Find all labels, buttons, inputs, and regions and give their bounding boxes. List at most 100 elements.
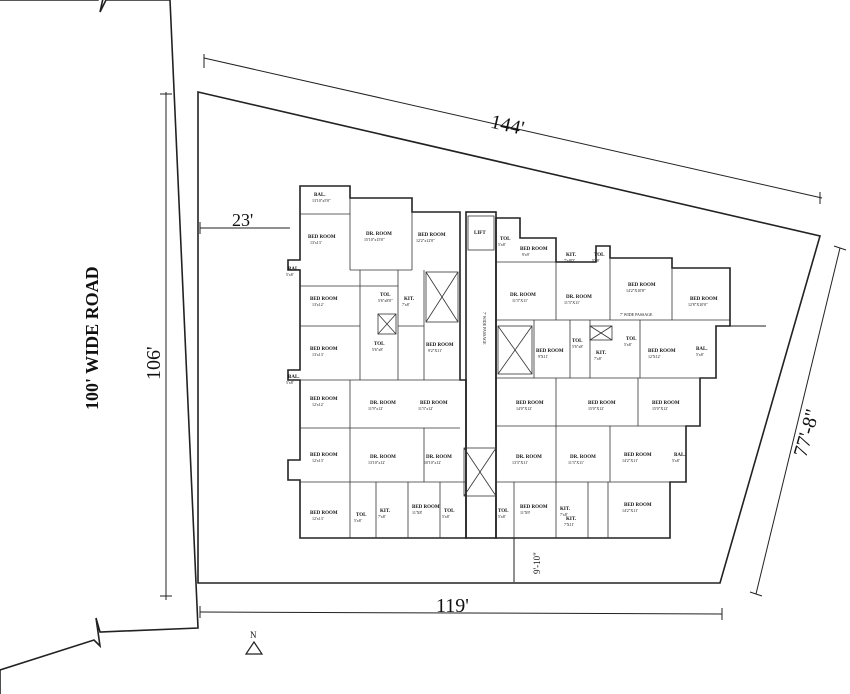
room-size: 12'x12' — [312, 402, 324, 407]
right-dimension-line — [749, 245, 847, 597]
room-label: BED ROOM — [690, 297, 718, 302]
room-size: 14'2"X11' — [622, 458, 638, 463]
north-label: N — [250, 630, 257, 640]
room-size: 5'6"x8'0" — [378, 298, 393, 303]
room-label: BAL. — [674, 453, 686, 458]
room-label: BAL. — [288, 375, 300, 380]
road-boundary — [0, 0, 199, 694]
dimension-right: 77'-8" — [790, 407, 824, 460]
left-block-walls — [300, 198, 466, 538]
room-label: DR. ROOM — [370, 455, 396, 460]
room-size: 14'2"X11' — [622, 508, 638, 513]
room-label: BED ROOM — [420, 401, 448, 406]
room-size: 13'x12' — [312, 302, 324, 307]
room-label: BED ROOM — [412, 505, 440, 510]
room-size: 10'10"x12' — [424, 460, 441, 465]
room-size: 11'X9' — [520, 510, 530, 515]
left-dimension-line — [160, 92, 172, 600]
room-size: 9'x9' — [522, 252, 530, 257]
room-size: 5'x8' — [624, 342, 632, 347]
room-size: 5'x8' — [286, 272, 294, 277]
room-size: 11'3"X11' — [568, 460, 584, 465]
room-label: KIT. — [596, 351, 607, 356]
room-label: KIT. — [404, 297, 415, 302]
room-label: KIT. — [560, 507, 571, 512]
room-label: KIT. — [566, 517, 577, 522]
dimension-bottom: 119' — [436, 595, 469, 617]
room-size: 12'8"X10'0" — [688, 302, 708, 307]
dimension-left: 106' — [143, 346, 165, 380]
room-label: BED ROOM — [310, 511, 338, 516]
site-boundary — [197, 90, 822, 584]
room-size: 13'10"x5'0" — [312, 198, 331, 203]
room-size: 7'x8' — [402, 302, 410, 307]
room-label: BED ROOM — [310, 347, 338, 352]
room-label: BAL. — [288, 267, 300, 272]
room-label: DR. ROOM — [426, 455, 452, 460]
room-label: BED ROOM — [624, 453, 652, 458]
room-label: BAL. — [696, 347, 708, 352]
room-label: BED ROOM — [520, 505, 548, 510]
room-size: 12'2"x12'0" — [416, 238, 435, 243]
room-label: DR. ROOM — [370, 401, 396, 406]
setback-dimension-line — [199, 222, 290, 234]
room-label: TOL — [380, 293, 391, 298]
room-size: 13'10"x12' — [368, 460, 385, 465]
room-size: 5'x8' — [498, 242, 506, 247]
room-size: 5'x8' — [696, 352, 704, 357]
room-label: BAL. — [314, 193, 326, 198]
room-size: 11'3"X11' — [564, 300, 580, 305]
room-label: DR. ROOM — [570, 455, 596, 460]
passage-vertical-label: 7' WIDE PASSAGE — [482, 312, 487, 345]
room-label: BED ROOM — [426, 343, 454, 348]
room-label: BED ROOM — [310, 397, 338, 402]
room-label: BED ROOM — [520, 247, 548, 252]
room-label: BED ROOM — [536, 349, 564, 354]
room-size: 7'x8' — [560, 512, 568, 517]
room-label: TOL — [500, 237, 511, 242]
room-size: 5'6"x8' — [372, 347, 383, 352]
room-size: 7'X11' — [564, 522, 574, 527]
room-size: 9'X11' — [538, 354, 548, 359]
room-label: BED ROOM — [310, 453, 338, 458]
top-dimension-line — [203, 54, 823, 204]
room-size: 5'x8' — [286, 380, 294, 385]
room-size: 11'X8' — [412, 510, 422, 515]
room-size: 9'2"X11' — [428, 348, 442, 353]
room-size: 5'x8' — [442, 514, 450, 519]
room-label: KIT. — [566, 253, 577, 258]
room-size: 15'0"X12' — [652, 406, 668, 411]
room-size: 12'x13' — [312, 458, 324, 463]
room-labels: BAL. 13'10"x5'0" BED ROOM 13'x13' DR. RO… — [286, 193, 718, 527]
room-label: DR. ROOM — [366, 232, 392, 237]
bottom-dimension-line — [199, 606, 723, 620]
room-label: TOL — [498, 509, 509, 514]
lift-shafts — [377, 215, 613, 497]
room-label: BED ROOM — [588, 401, 616, 406]
room-size: 12'X12' — [648, 354, 661, 359]
north-arrow-icon — [244, 640, 264, 655]
road-label: 100' WIDE ROAD — [82, 266, 102, 410]
room-label: DR. ROOM — [566, 295, 592, 300]
room-size: 5'x8' — [498, 514, 506, 519]
room-label: LIFT — [474, 231, 486, 236]
room-label: BED ROOM — [310, 297, 338, 302]
room-size: 15'0"X12' — [588, 406, 604, 411]
room-size: 14'2"X10'8" — [626, 288, 646, 293]
room-label: BED ROOM — [308, 235, 336, 240]
room-label: DR. ROOM — [516, 455, 542, 460]
room-label: TOL — [572, 339, 583, 344]
room-size: 7'x8' — [594, 356, 602, 361]
room-size: 13'3"X11' — [512, 460, 528, 465]
room-size: 13'x13' — [312, 352, 324, 357]
room-size: 5'x8' — [592, 258, 600, 263]
room-size: 5'6"x8' — [572, 344, 583, 349]
room-size: 13'x13' — [310, 240, 322, 245]
room-size: 12'x13' — [312, 516, 324, 521]
room-label: TOL — [594, 253, 605, 258]
room-label: DR. ROOM — [510, 293, 536, 298]
room-label: TOL — [444, 509, 455, 514]
room-label: TOL — [626, 337, 637, 342]
dimension-small: 9'-10" — [532, 552, 542, 574]
room-label: BED ROOM — [652, 401, 680, 406]
